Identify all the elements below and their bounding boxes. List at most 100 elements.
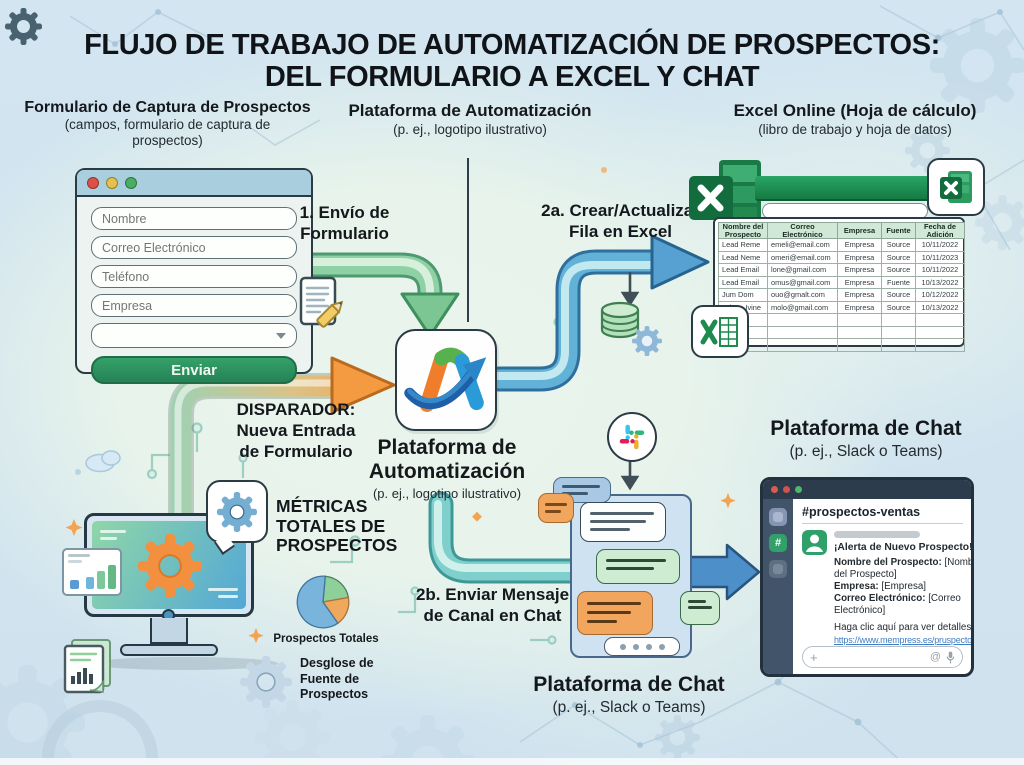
bottom-strip — [0, 758, 1024, 765]
down-arrow-excel — [620, 272, 640, 307]
chat-message: ¡Alerta de Nuevo Prospecto! Nombre del P… — [802, 530, 971, 645]
excel-table-panel: Nombre del Prospecto Correo Electrónico … — [713, 217, 965, 352]
form-section-heading: Formulario de Captura de Prospectos — [24, 99, 311, 116]
chat-bubble-typing — [604, 637, 680, 656]
chat-platform-heading: Plataforma de Chat — [770, 417, 962, 440]
minimize-icon[interactable] — [106, 176, 118, 189]
monitor-stand — [150, 618, 188, 644]
chat-bubble-green — [596, 549, 680, 584]
table-row-empty — [718, 313, 965, 327]
form-field-telefono[interactable] — [91, 265, 297, 288]
plus-icon[interactable]: + — [810, 649, 818, 665]
close-icon[interactable] — [771, 486, 778, 493]
excel-section-subheading: (libro de trabajo y hoja de datos) — [758, 122, 952, 137]
excel-section-heading: Excel Online (Hoja de cálculo) — [733, 101, 977, 120]
chat-bubble-white — [580, 502, 666, 542]
lead-capture-form-window: Enviar — [75, 168, 313, 384]
gear-speech-bubble-icon — [206, 480, 268, 543]
chat-bubble-orange — [577, 591, 653, 635]
form-field-nombre[interactable] — [91, 207, 297, 230]
page-title-line2: DEL FORMULARIO A EXCEL Y CHAT — [264, 61, 760, 93]
pie-chart-label: Prospectos Totales — [273, 633, 379, 645]
monitor-base — [120, 644, 218, 656]
database-gear-icon — [596, 300, 662, 358]
form-field-correo[interactable] — [91, 236, 297, 259]
chat-sidebar: # — [763, 499, 793, 674]
monitor-shadow — [92, 657, 278, 670]
down-arrow-chat — [620, 458, 640, 491]
automation-logo-icon — [404, 347, 487, 412]
arrow-step1 — [301, 252, 460, 338]
form-document-icon — [298, 274, 348, 330]
excel-icon-large — [687, 158, 765, 238]
close-icon[interactable] — [87, 176, 99, 189]
alert-field-nombre: Nombre del Prospecto: [Nombre del Prospe… — [834, 557, 974, 580]
excel-table[interactable]: Nombre del Prospecto Correo Electrónico … — [718, 221, 965, 352]
alert-field-empresa: Empresa: [Empresa] — [834, 581, 927, 592]
form-dropdown[interactable] — [91, 323, 297, 348]
automation-section-heading: Plataforma de Automatización — [348, 101, 592, 120]
arrow-step2a — [486, 234, 710, 392]
excel-sheet-icon — [691, 305, 749, 358]
table-row-empty — [718, 338, 965, 352]
arrow-step2b — [428, 491, 583, 584]
pencil-icon — [316, 300, 344, 328]
mic-icon[interactable] — [946, 651, 955, 664]
workspace-avatar-icon[interactable] — [769, 508, 787, 526]
sender-name-placeholder — [834, 531, 920, 538]
maximize-icon[interactable] — [795, 486, 802, 493]
details-link[interactable]: https://www.mempress.es/pruspectos/123 — [834, 635, 972, 645]
bot-avatar-icon — [802, 530, 827, 555]
maximize-icon[interactable] — [125, 176, 137, 189]
automation-platform-label: Plataforma de Automatización (p. ej., lo… — [368, 436, 526, 501]
chat-window-titlebar — [763, 480, 971, 499]
form-window-titlebar — [77, 170, 311, 197]
chat-bubble-green-small — [680, 591, 720, 625]
details-text: Haga clic aquí para ver detalles. — [834, 622, 974, 633]
chat-platform-subheading: (p. ej., Slack o Teams) — [789, 443, 943, 460]
excel-ribbon — [755, 176, 937, 201]
arrow-trigger — [168, 356, 396, 527]
report-document-icon — [62, 638, 116, 694]
slack-icon — [607, 412, 657, 462]
channel-hash-icon[interactable]: # — [769, 534, 787, 552]
chat-platform-heading-bottom: Plataforma de Chat — [533, 673, 725, 696]
alert-field-correo: Correo Electrónico: [Correo Electrónico] — [834, 593, 961, 616]
pie-chart-icon — [295, 574, 351, 630]
excel-icon-small — [927, 158, 985, 216]
form-section-subheading: (campos, formulario de captura de prospe… — [64, 117, 271, 148]
automation-platform-box — [395, 329, 497, 431]
form-field-empresa[interactable] — [91, 294, 297, 317]
bar-chart-window-icon — [62, 548, 122, 596]
chat-window: # #prospectos-ventas ¡Alerta de Nuevo Pr… — [760, 477, 974, 677]
gear-icon — [138, 534, 202, 598]
mention-icon[interactable]: @ — [929, 651, 941, 663]
submit-button[interactable]: Enviar — [91, 356, 297, 384]
apps-icon[interactable] — [769, 560, 787, 578]
chat-platform-subheading-bottom: (p. ej., Slack o Teams) — [552, 699, 706, 716]
automation-section-subheading: (p. ej., logotipo ilustrativo) — [393, 122, 547, 137]
chat-message-input[interactable]: + @ — [802, 646, 963, 668]
table-row-empty — [718, 325, 965, 340]
cloud-icon — [75, 450, 121, 475]
channel-name: #prospectos-ventas — [802, 505, 963, 524]
source-gear-icon — [240, 656, 292, 708]
minimize-icon[interactable] — [783, 486, 790, 493]
alert-title: ¡Alerta de Nuevo Prospecto! — [834, 542, 973, 553]
chevron-down-icon — [276, 333, 286, 339]
chat-bubble-orange-small — [538, 493, 574, 523]
